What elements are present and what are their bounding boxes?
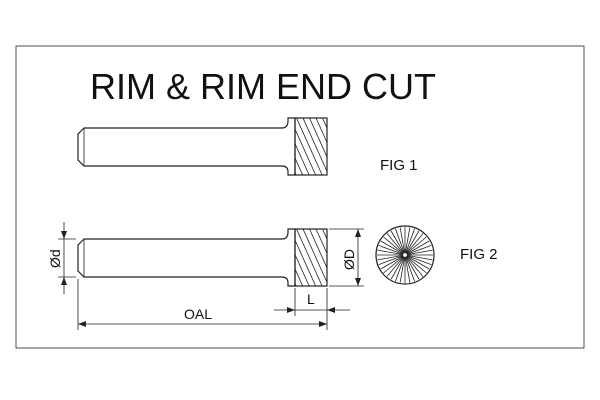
end-view-flute-line xyxy=(378,245,404,255)
flute-line xyxy=(295,268,304,286)
flute-line xyxy=(322,229,327,240)
end-view-flute-line xyxy=(405,256,424,277)
end-view-circle xyxy=(375,225,435,285)
end-view-flutes xyxy=(377,227,433,283)
flute-line xyxy=(295,128,317,175)
end-view-flute-line xyxy=(395,228,405,254)
fig2-head-flutes xyxy=(295,229,388,286)
head-diameter-dimension xyxy=(329,228,364,287)
head-length-label: L xyxy=(307,291,315,307)
flute-line xyxy=(315,229,327,255)
head-diameter-label: ØD xyxy=(341,249,357,270)
flute-line xyxy=(296,118,323,175)
flute-line xyxy=(296,229,323,286)
shank-diameter-dimension xyxy=(58,222,76,294)
flute-line xyxy=(329,118,355,175)
flute-line xyxy=(342,118,368,175)
flute-line xyxy=(336,118,362,175)
flute-line xyxy=(302,229,327,284)
end-view xyxy=(375,225,435,285)
end-view-flute-line xyxy=(405,256,420,280)
end-view-flute-line xyxy=(406,255,427,274)
flute-line xyxy=(295,142,310,175)
end-view-flute-line xyxy=(406,255,430,270)
end-view-flute-line xyxy=(406,249,433,256)
flute-line xyxy=(295,253,310,286)
shank-diameter-label: Ød xyxy=(47,249,63,268)
flute-line xyxy=(355,118,381,175)
end-view-flute-line xyxy=(380,240,404,255)
fig1-head xyxy=(294,117,328,176)
end-view-flute-line xyxy=(377,254,404,261)
fig2-label: FIG 2 xyxy=(460,246,498,263)
flute-line xyxy=(295,239,317,286)
flute-line xyxy=(302,118,327,173)
head-length-dimension xyxy=(274,288,350,330)
fig1-label: FIG 1 xyxy=(380,157,418,174)
end-view-flute-line xyxy=(406,245,432,255)
end-view-flute-line xyxy=(390,230,405,254)
end-view-flute-line xyxy=(406,240,430,255)
end-view-flute-line xyxy=(406,254,433,261)
fig2-head xyxy=(294,228,328,287)
end-view-flute-line xyxy=(383,255,404,274)
end-view-flute-line xyxy=(383,236,404,255)
end-view-flute-line xyxy=(406,236,427,255)
flute-line xyxy=(315,118,327,144)
end-view-flute-line xyxy=(405,256,415,282)
end-view-flute-line xyxy=(386,233,405,254)
flute-line xyxy=(309,118,327,158)
flute-line xyxy=(355,229,381,286)
flute-line xyxy=(362,229,388,286)
drawing-title: RIM & RIM END CUT xyxy=(90,66,436,107)
end-view-flute-line xyxy=(399,227,406,254)
overall-length-dimension xyxy=(77,279,327,330)
end-view-flute-line xyxy=(377,249,404,256)
drawing-frame xyxy=(15,45,585,349)
end-view-flute-line xyxy=(406,255,432,265)
fig1-burr xyxy=(77,117,381,176)
overall-length-label: OAL xyxy=(184,306,212,322)
fig1-shank xyxy=(77,117,296,176)
fig1-head-flutes xyxy=(295,118,381,175)
flute-line xyxy=(322,118,327,129)
flute-line xyxy=(309,229,327,269)
flute-line xyxy=(349,118,375,175)
fig2-burr xyxy=(77,228,388,287)
end-view-flute-line xyxy=(405,230,420,254)
end-view-flute-line xyxy=(404,227,411,254)
end-view-flute-line xyxy=(390,256,405,280)
end-view-flute-line xyxy=(395,256,405,282)
end-view-flute-line xyxy=(380,255,404,270)
end-view-flute-line xyxy=(405,233,424,254)
end-view-flute-line xyxy=(405,228,415,254)
end-view-flute-line xyxy=(399,256,406,283)
flute-line xyxy=(295,157,304,175)
end-view-flute-line xyxy=(386,256,405,277)
end-view-flute-line xyxy=(378,255,404,265)
fig2-shank xyxy=(77,228,296,287)
end-view-flute-line xyxy=(404,256,411,283)
